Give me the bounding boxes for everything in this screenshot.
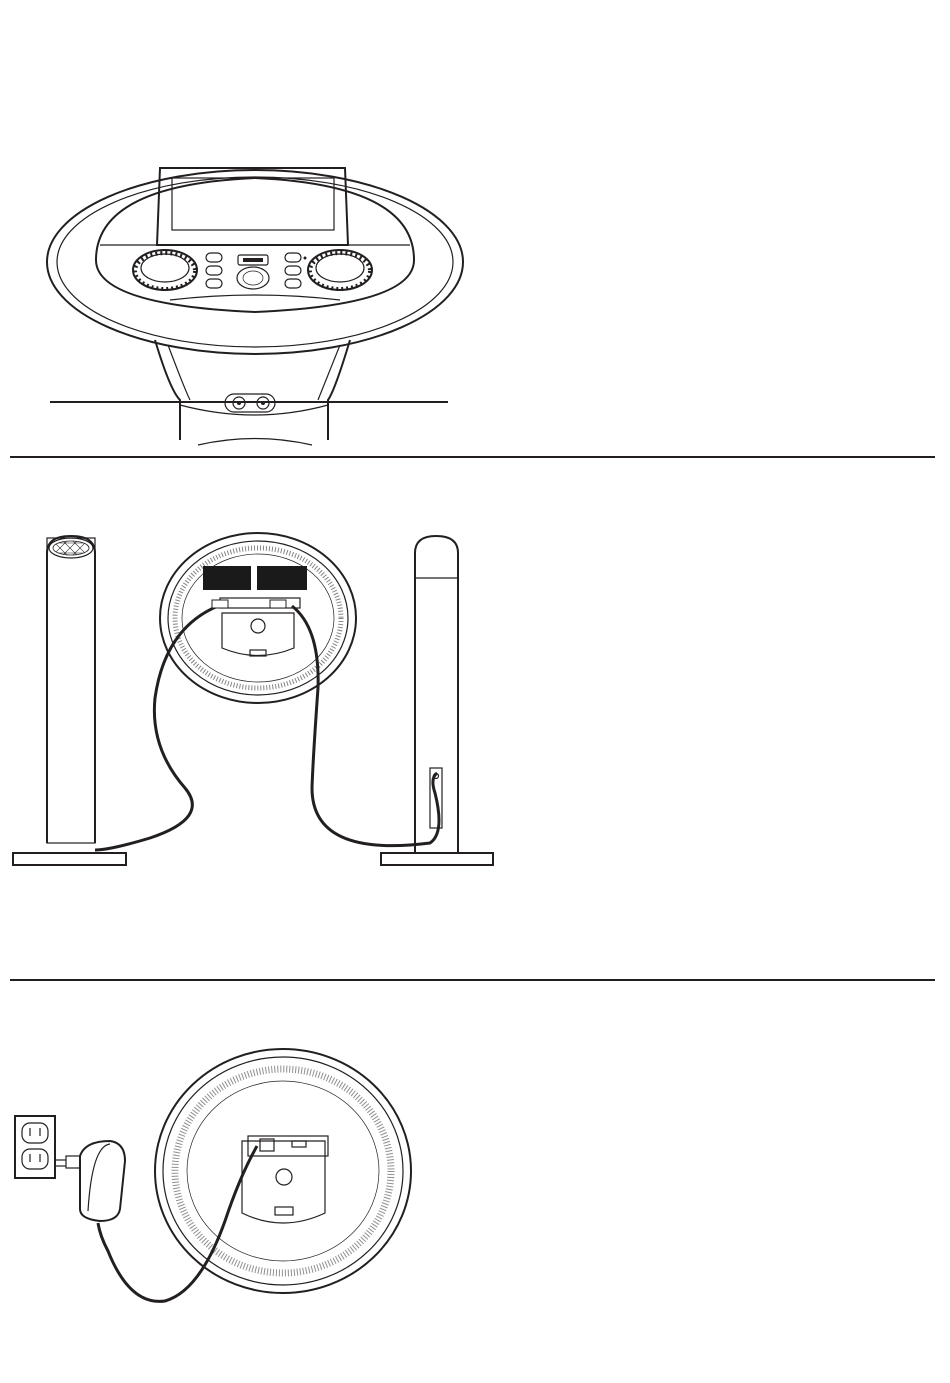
- section-power-connection: [0, 981, 950, 1383]
- back-panel-large-icon: [155, 1049, 411, 1293]
- left-knob-icon: [133, 250, 197, 290]
- section-front-view: [0, 0, 950, 455]
- power-connection-illustration: [0, 981, 950, 1383]
- speaker-cable: [95, 600, 439, 850]
- right-label-block: [257, 566, 307, 590]
- power-cable: [98, 1146, 257, 1301]
- right-knob-icon: [308, 250, 372, 290]
- wall-outlet-icon: [15, 1116, 55, 1178]
- control-buttons: [206, 253, 307, 289]
- stand-icon: [155, 340, 350, 445]
- section-speaker-connection: [0, 458, 950, 978]
- speaker-connection-illustration: [0, 458, 950, 978]
- left-label-block: [203, 566, 251, 590]
- display-screen-icon: [157, 168, 348, 245]
- left-speaker-tower-icon: [13, 536, 126, 865]
- front-view-illustration: [0, 0, 950, 455]
- back-panel-icon: [160, 533, 356, 703]
- right-speaker-tower-icon: [381, 536, 493, 865]
- front-lip: [170, 295, 340, 300]
